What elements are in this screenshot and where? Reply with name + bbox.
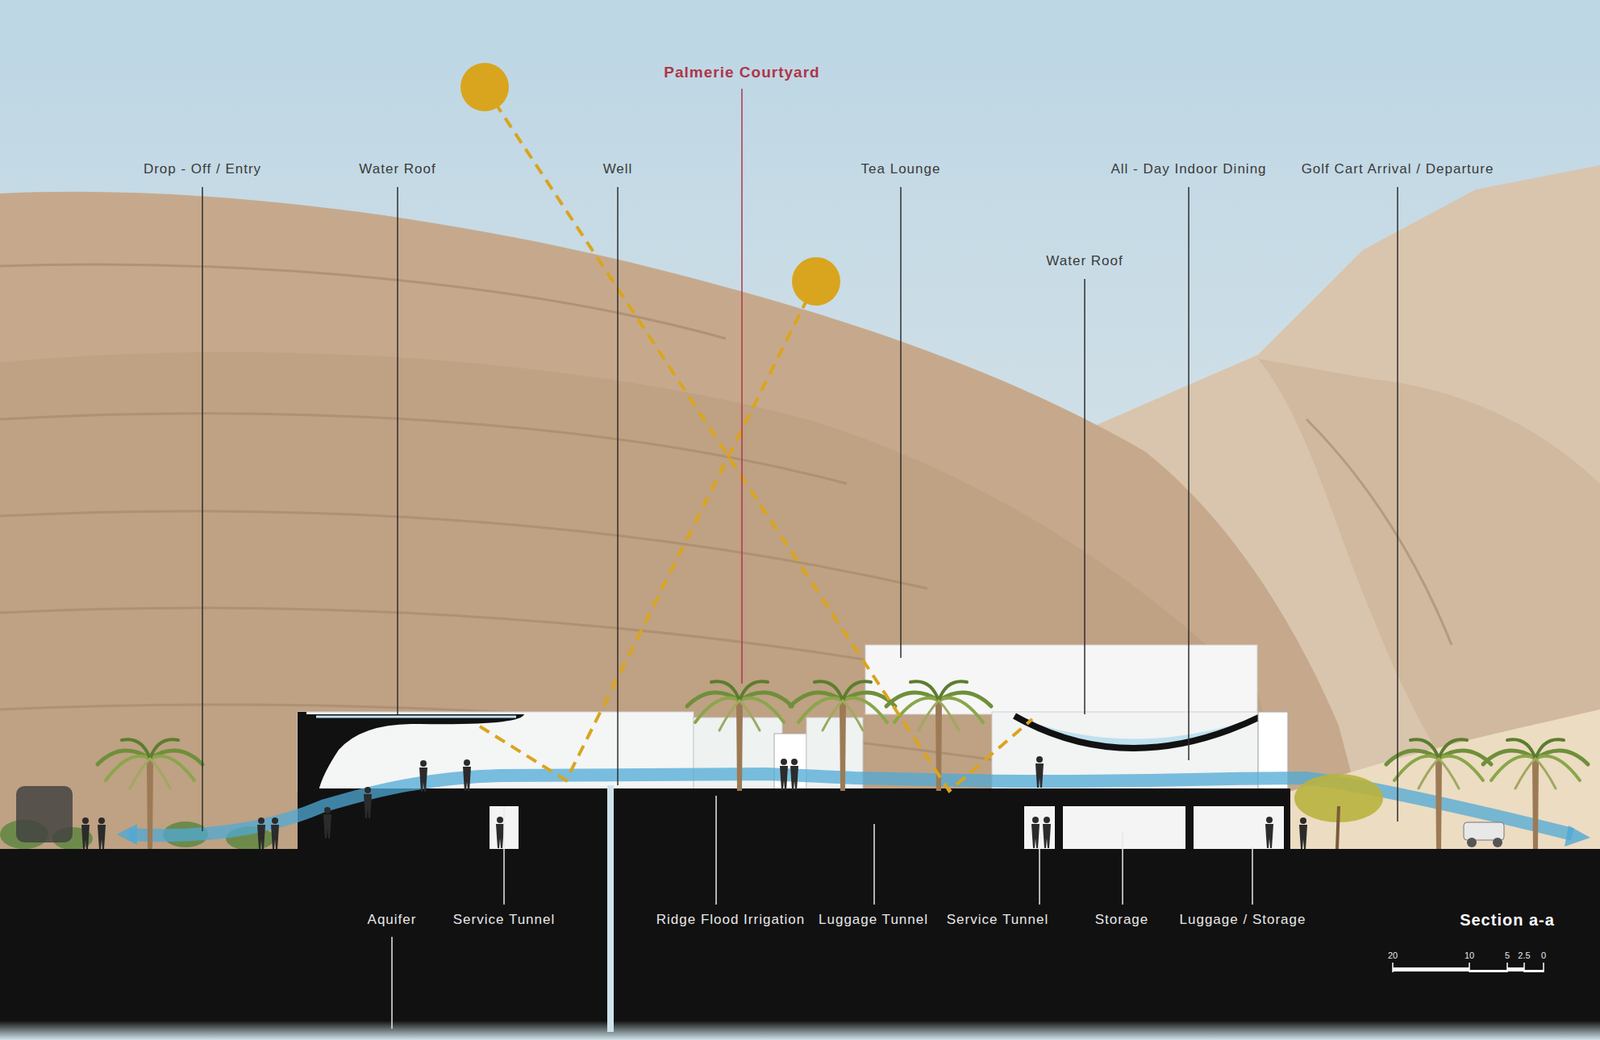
highlight-label: Palmerie Courtyard [663,64,820,81]
scale-number: 0 [1541,950,1546,962]
callout-label: Aquifer [367,912,417,929]
scale-number: 20 [1387,950,1398,962]
callout-label: Storage [1095,912,1150,929]
callout-label: Golf Cart Arrival / Departure [1301,161,1495,178]
callout-label: Drop - Off / Entry [143,161,262,178]
callout-label: Well [603,161,634,178]
callout-label: All - Day Indoor Dining [1110,161,1267,178]
callout-label: Service Tunnel [946,912,1049,929]
scale-number: 10 [1464,950,1475,962]
callout-label: Tea Lounge [861,161,942,178]
callout-label: Service Tunnel [453,912,555,929]
scale-number: 5 [1504,950,1510,962]
callout-label: Water Roof [1045,253,1123,270]
callout-label: Water Roof [358,161,436,178]
callout-label: Luggage Tunnel [818,912,929,929]
callout-label: Ridge Flood Irrigation [656,912,806,929]
scale-number: 2.5 [1517,950,1530,962]
section-title: Section a-a [1459,910,1555,930]
callout-label: Luggage / Storage [1179,912,1307,929]
